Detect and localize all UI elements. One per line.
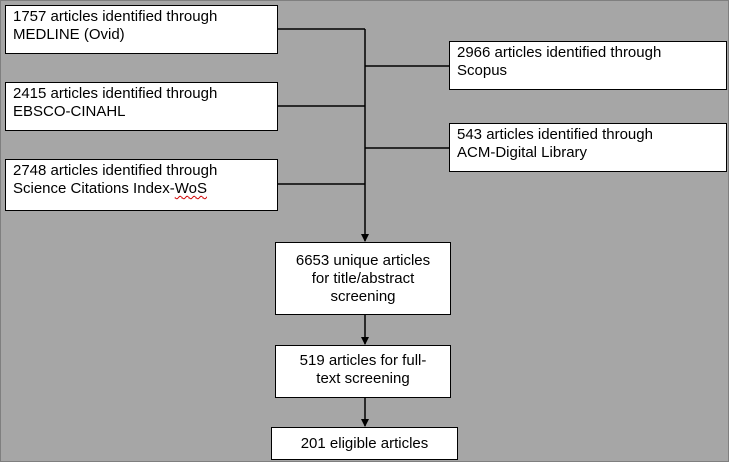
flow-line: screening	[330, 288, 396, 305]
source-line: EBSCO-CINAHL	[13, 103, 126, 120]
source-line: 2415 articles identified through	[13, 85, 218, 102]
source-box-scopus: 2966 articles identified through Scopus	[449, 41, 727, 90]
source-line: 1757 articles identified through	[13, 8, 218, 25]
flow-line: text screening	[316, 370, 410, 387]
source-line: Science Citations Index-WoS	[13, 180, 270, 198]
source-line-part: Science Citations Index-	[13, 180, 175, 197]
source-box-acm: 543 articles identified through ACM-Digi…	[449, 123, 727, 172]
source-box-medline: 1757 articles identified through MEDLINE…	[5, 5, 278, 54]
source-line: 543 articles identified through	[457, 126, 653, 143]
source-line: MEDLINE (Ovid)	[13, 26, 125, 43]
source-box-wos: 2748 articles identified through Science…	[5, 159, 278, 211]
unique-articles-box: 6653 unique articles for title/abstract …	[275, 242, 451, 315]
spellcheck-underline: WoS	[174, 180, 207, 197]
source-line: ACM-Digital Library	[457, 144, 588, 161]
source-line: 2748 articles identified through	[13, 162, 218, 179]
flow-line: 519 articles for full-	[299, 352, 427, 369]
eligible-articles-box: 201 eligible articles	[271, 427, 458, 460]
source-line: 2966 articles identified through	[457, 44, 662, 61]
fulltext-screening-box: 519 articles for full- text screening	[275, 345, 451, 398]
source-box-ebsco: 2415 articles identified through EBSCO-C…	[5, 82, 278, 131]
source-line: Scopus	[457, 62, 508, 79]
flow-line: 201 eligible articles	[300, 435, 429, 452]
flow-line: 6653 unique articles	[295, 252, 431, 269]
flow-line: for title/abstract	[311, 270, 415, 287]
